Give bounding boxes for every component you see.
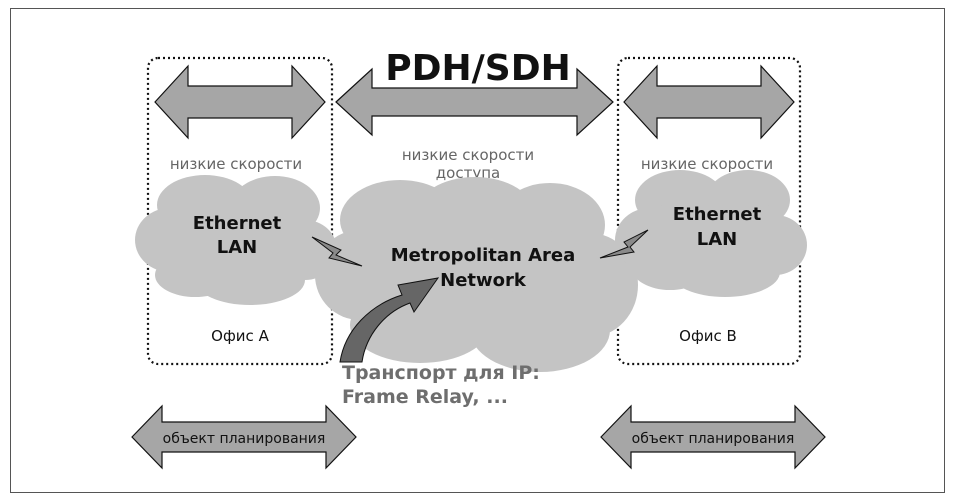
office-b-box	[616, 56, 802, 366]
ethernet-lan-cloud-a	[135, 175, 337, 305]
office-b-double-arrow	[623, 64, 795, 140]
pdh-sdh-double-arrow	[335, 67, 614, 137]
transport-curved-arrow	[339, 277, 440, 363]
office-b-speed-label: низкие скорости	[641, 155, 773, 173]
planning-arrow-right	[600, 404, 826, 470]
ethernet-lan-b-line2: LAN	[697, 229, 737, 250]
transport-line2: Frame Relay, ...	[342, 386, 508, 408]
ethernet-lan-a-line2: LAN	[217, 237, 257, 258]
planning-label-right: объект планирования	[632, 431, 795, 447]
lightning-link-b	[599, 229, 649, 259]
man-label-line1: Metropolitan Area	[391, 245, 576, 266]
ethernet-lan-cloud-b	[615, 170, 807, 297]
transport-line1: Транспорт для IP:	[342, 362, 540, 384]
office-a-name: Офис A	[211, 327, 269, 345]
office-a-double-arrow	[154, 64, 326, 140]
planning-label-left: объект планирования	[163, 431, 326, 447]
office-a-box	[146, 56, 334, 366]
ethernet-lan-a-line1: Ethernet	[193, 213, 282, 234]
office-a-speed-label: низкие скорости	[170, 155, 302, 173]
man-label-line2: Network	[440, 270, 527, 291]
office-b-name: Офис B	[679, 327, 737, 345]
ethernet-lan-b-line1: Ethernet	[673, 204, 762, 225]
planning-arrow-left	[131, 404, 357, 470]
lightning-link-a	[311, 236, 363, 267]
pdh-sdh-title: PDH/SDH	[385, 48, 570, 89]
metropolitan-area-network-cloud	[315, 177, 638, 372]
man-speed-label-line1: низкие скорости	[402, 146, 534, 164]
